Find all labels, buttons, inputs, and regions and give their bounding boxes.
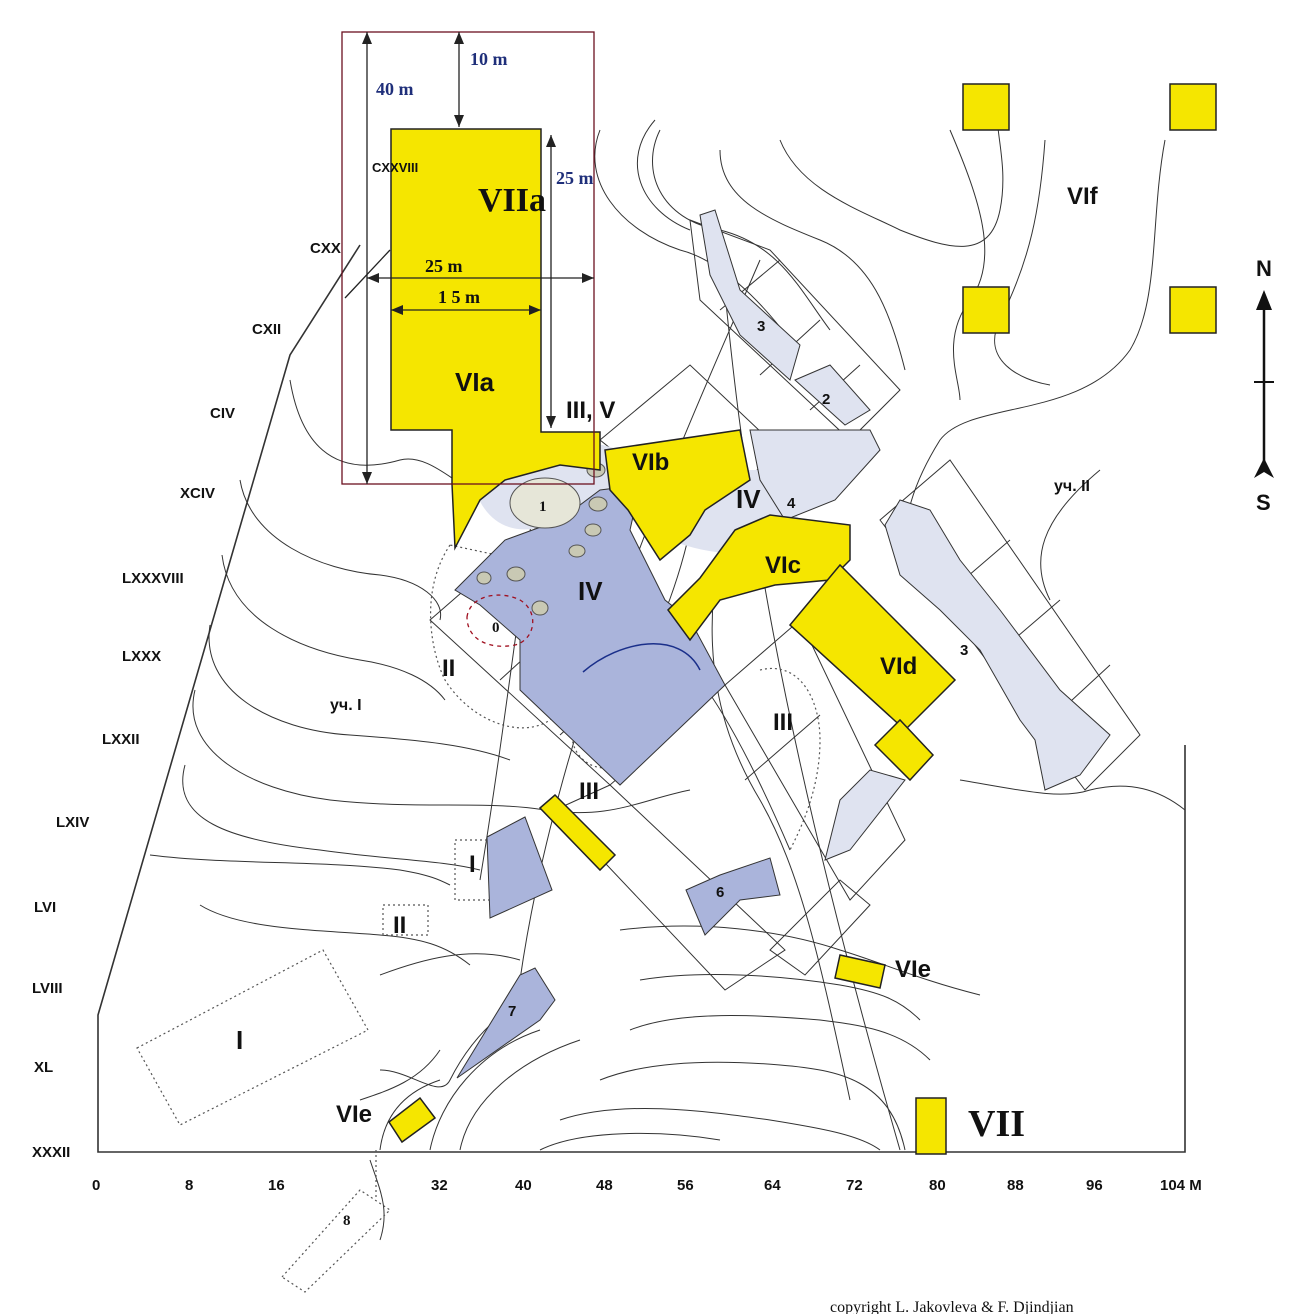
label-III: III: [579, 778, 599, 805]
trench-number: 8: [343, 1213, 351, 1229]
trench-number: 6: [716, 884, 724, 901]
dimension-40m: 40 m: [376, 79, 414, 99]
label-VIb: VIb: [632, 449, 669, 476]
x-tick: 0: [92, 1177, 100, 1194]
trench-number: 3: [960, 642, 968, 659]
row-label: LVI: [34, 899, 56, 916]
x-tick: 80: [929, 1177, 946, 1194]
label-IV: IV: [736, 484, 761, 514]
trench-number: 4: [787, 495, 796, 512]
north-label: N: [1256, 256, 1272, 281]
dimension-25m-horizontal: 25 m: [425, 256, 463, 276]
dimension-arrows: [362, 32, 594, 484]
label-VIa: VIa: [455, 367, 495, 397]
label-IV: IV: [578, 576, 603, 606]
area-labels: уч. I уч. II: [330, 478, 1090, 714]
x-tick: 64: [764, 1177, 781, 1194]
x-tick: 16: [268, 1177, 285, 1194]
trench-number: 0: [492, 620, 500, 636]
label-VIc: VIc: [765, 552, 801, 579]
label-VId: VId: [880, 653, 917, 680]
label-VIe: VIe: [336, 1101, 372, 1128]
trench-number: 2: [822, 391, 830, 408]
yellow-areas: [387, 83, 1217, 1155]
row-label: LXXXVIII: [122, 570, 184, 587]
label-VIe: VIe: [895, 956, 931, 983]
area-label-uch1: уч. I: [330, 697, 362, 714]
dimension-lines: [341, 31, 595, 485]
row-label: CXII: [252, 321, 281, 338]
label-VII: VII: [968, 1103, 1025, 1145]
x-tick: 96: [1086, 1177, 1103, 1194]
south-label: S: [1256, 490, 1271, 515]
dimension-labels: 40 m 10 m 25 m 25 m 1 5 m: [376, 49, 594, 307]
label-VIIa: VIIa: [478, 182, 546, 219]
row-label: CXX: [310, 240, 341, 257]
trench-number: 3: [757, 318, 765, 335]
label-I: I: [469, 851, 476, 878]
x-tick: 104 M: [1160, 1177, 1202, 1194]
blue-areas: [454, 484, 781, 1079]
x-tick: 32: [431, 1177, 448, 1194]
dimension-25m-vertical: 25 m: [556, 168, 594, 188]
row-label: XCIV: [180, 485, 215, 502]
trench-number: 1: [539, 499, 547, 515]
x-tick: 88: [1007, 1177, 1024, 1194]
dimension-15m: 1 5 m: [438, 287, 480, 307]
dimension-10m: 10 m: [470, 49, 508, 69]
label-II: II: [393, 912, 406, 939]
x-axis-labels: 0 8 16 32 40 48 56 64 72 80 88 96 104 M: [92, 1177, 1202, 1194]
x-tick: 8: [185, 1177, 193, 1194]
trench-numbers: 0 1 2 3 3 4 6 7 8: [343, 318, 968, 1229]
row-label: LVIII: [32, 980, 63, 997]
row-label: XL: [34, 1059, 53, 1076]
excavation-labels: CXXVIII VIIa VIa III, V VIb VIc VId VIe …: [236, 160, 1099, 1145]
copyright-text: copyright L. Jakovleva & F. Djindjian: [830, 1299, 1074, 1314]
trench-number: 7: [508, 1003, 516, 1020]
label-III: III: [773, 709, 793, 736]
x-tick: 56: [677, 1177, 694, 1194]
label-I: I: [236, 1025, 243, 1055]
x-tick: 40: [515, 1177, 532, 1194]
label-II: II: [442, 655, 455, 682]
compass: N S: [1254, 256, 1274, 515]
x-tick: 48: [596, 1177, 613, 1194]
x-tick: 72: [846, 1177, 863, 1194]
row-label: XXXII: [32, 1144, 70, 1161]
zone-VIIa: [390, 128, 601, 551]
site-boundary: [97, 244, 1186, 1153]
row-label: CIV: [210, 405, 235, 422]
row-label: LXXII: [102, 731, 140, 748]
area-label-uch2: уч. II: [1054, 478, 1090, 495]
row-label: LXXX: [122, 648, 161, 665]
row-label: LXIV: [56, 814, 89, 831]
label-CXXVIII: CXXVIII: [372, 160, 418, 175]
label-VIf: VIf: [1067, 183, 1099, 210]
label-III-V: III, V: [566, 397, 615, 424]
row-labels: CXX CXII CIV XCIV LXXXVIII LXXX LXXII LX…: [32, 240, 341, 1161]
